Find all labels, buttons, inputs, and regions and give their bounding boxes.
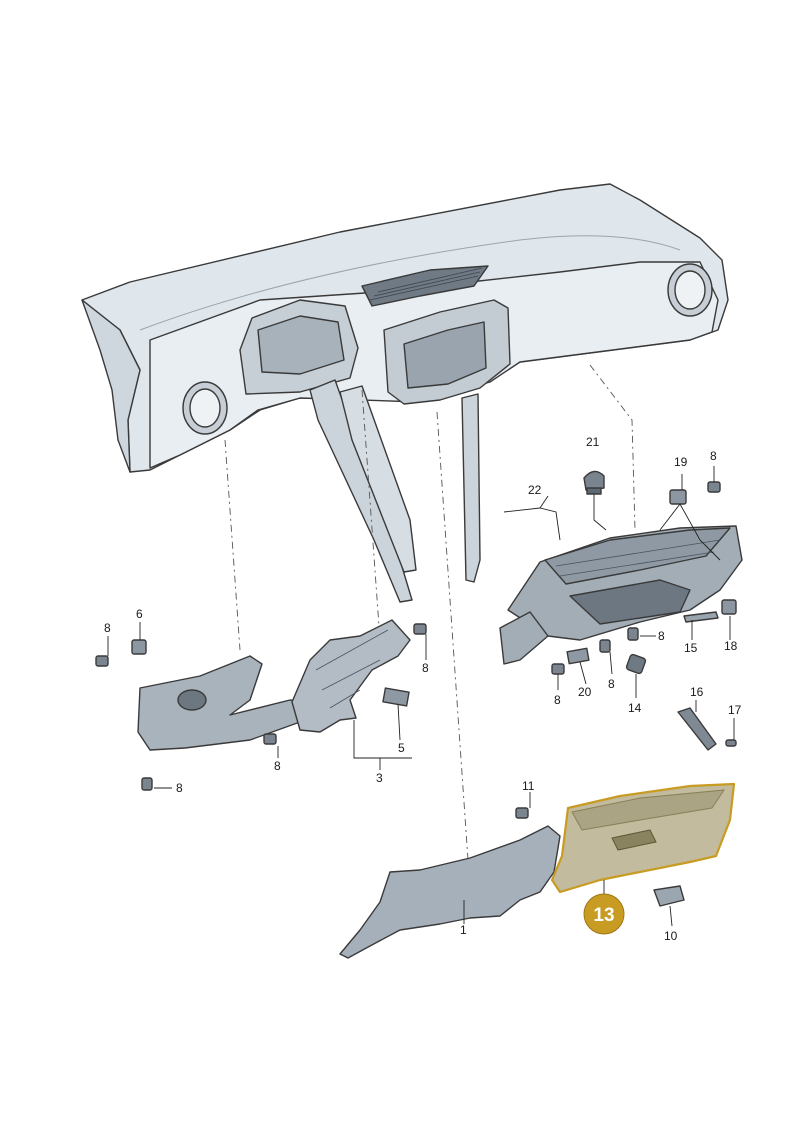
- glovebox-housing[interactable]: [499, 525, 743, 665]
- nut-part-19[interactable]: [669, 489, 687, 505]
- callout-21: 21: [586, 435, 600, 449]
- callout-8: 8: [104, 621, 111, 635]
- callout-11: 11: [522, 779, 535, 793]
- callout-19: 19: [674, 455, 688, 469]
- dashboard-panel[interactable]: [81, 183, 729, 473]
- callouts: 6 8 8 8 8 3 5 22 21 19 8 8 15 18 14 20 8…: [104, 435, 742, 943]
- nut-part-6[interactable]: [131, 639, 147, 655]
- screws: [95, 481, 737, 819]
- callout-20: 20: [578, 685, 592, 699]
- callout-8: 8: [274, 759, 281, 773]
- callout-8: 8: [554, 693, 561, 707]
- callout-14: 14: [628, 701, 642, 715]
- callout-1: 1: [460, 923, 467, 937]
- glovebox-part-13[interactable]: [550, 782, 736, 894]
- callout-8: 8: [422, 661, 429, 675]
- callout-18: 18: [724, 639, 738, 653]
- leader-lines: [107, 466, 735, 927]
- support-bracket[interactable]: [309, 379, 481, 603]
- callout-5: 5: [398, 741, 405, 755]
- cover-part-10[interactable]: [653, 885, 685, 907]
- callout-16: 16: [690, 685, 704, 699]
- callout-8: 8: [658, 629, 665, 643]
- center-bracket[interactable]: [291, 619, 411, 733]
- callout-15: 15: [684, 641, 698, 655]
- nut-part-18[interactable]: [721, 599, 737, 615]
- clip-part-5[interactable]: [382, 687, 410, 707]
- callout-10: 10: [664, 929, 678, 943]
- highlight-badge-13[interactable]: 13: [583, 893, 625, 935]
- callout-8: 8: [608, 677, 615, 691]
- callout-8: 8: [710, 449, 717, 463]
- callout-6: 6: [136, 607, 143, 621]
- lower-trim-part-1[interactable]: [339, 825, 561, 959]
- fastener-part-14[interactable]: [625, 653, 647, 675]
- clip-part-20[interactable]: [566, 647, 590, 665]
- callout-13: 13: [593, 905, 614, 926]
- pin-part-15[interactable]: [683, 611, 719, 623]
- callout-17: 17: [728, 703, 742, 717]
- clip-part-21[interactable]: [583, 470, 605, 495]
- callout-8: 8: [176, 781, 183, 795]
- damper-part-16[interactable]: [677, 707, 717, 751]
- callout-3: 3: [376, 771, 383, 785]
- lower-left-trim[interactable]: [137, 655, 311, 751]
- callout-22: 22: [528, 483, 542, 497]
